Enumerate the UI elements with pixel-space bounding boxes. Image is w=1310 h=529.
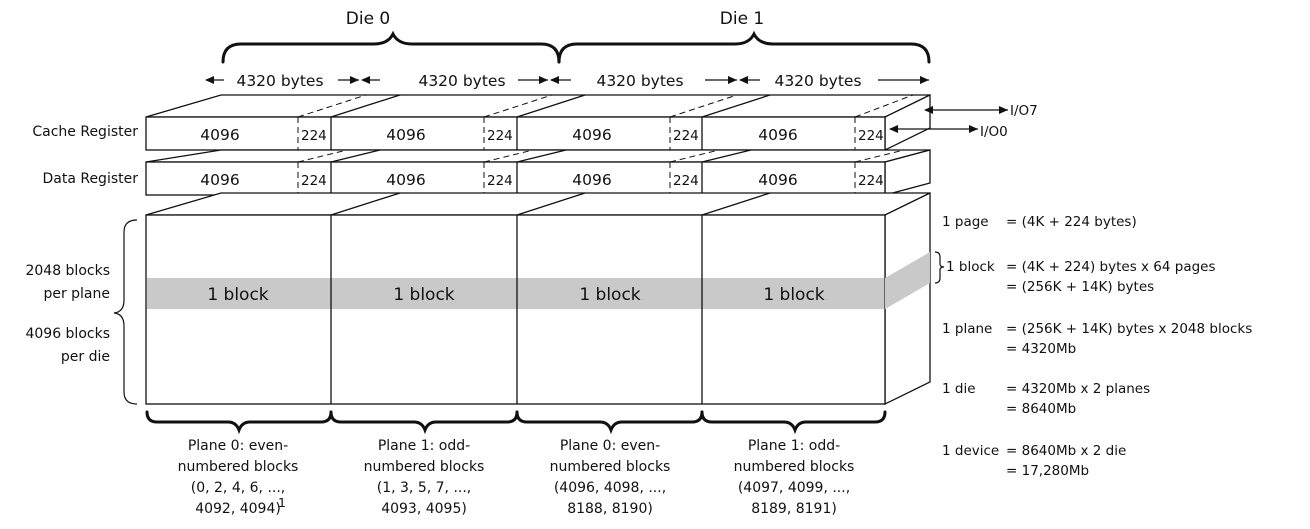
cache-register-label: Cache Register xyxy=(32,124,138,140)
plane-brace xyxy=(515,410,704,435)
plane-desc-line: (1, 3, 5, 7, ..., xyxy=(377,480,472,496)
def-line: = (256K + 14K) bytes x 2048 blocks xyxy=(1006,321,1252,337)
block-label: 1 block xyxy=(207,285,268,305)
block-band xyxy=(147,278,884,309)
cache-cell-main: 4096 xyxy=(758,126,797,144)
data-cell-main: 4096 xyxy=(758,171,797,189)
io7-label: I/O7 xyxy=(1010,103,1038,119)
capacity-definitions: 1 page = (4K + 224 bytes) 1 block = (4K … xyxy=(942,214,1252,479)
width-label-3: 4320 bytes xyxy=(774,72,861,90)
cache-register-cells: 4096 224 4096 224 4096 224 4096 224 xyxy=(200,126,884,144)
plane-desc-line: Plane 1: odd- xyxy=(748,438,840,454)
data-register-label: Data Register xyxy=(42,171,138,187)
data-cell-spare: 224 xyxy=(673,173,699,189)
plane-desc-line: Plane 0: even- xyxy=(188,438,288,454)
plane-desc-line: Plane 1: odd- xyxy=(378,438,470,454)
def-term: 1 device xyxy=(942,443,999,459)
cache-cell-spare: 224 xyxy=(858,128,884,144)
data-cell-main: 4096 xyxy=(200,171,239,189)
block-label: 1 block xyxy=(393,285,454,305)
data-cell-spare: 224 xyxy=(487,173,513,189)
def-line: = 4320Mb x 2 planes xyxy=(1006,381,1150,397)
def-line: = 17,280Mb xyxy=(1006,463,1089,479)
plane-desc-line: numbered blocks xyxy=(550,459,671,475)
left-brace xyxy=(113,219,138,405)
def-line: = 4320Mb xyxy=(1006,341,1076,357)
plane-desc-line: (4096, 4098, ..., xyxy=(554,480,666,496)
data-cell-spare: 224 xyxy=(301,173,327,189)
plane-brace xyxy=(145,410,333,435)
plane-desc-line: numbered blocks xyxy=(178,459,299,475)
plane-brace xyxy=(329,410,519,435)
data-register-cells: 4096 224 4096 224 4096 224 4096 224 xyxy=(200,171,884,189)
data-register xyxy=(145,149,931,196)
plane-blocks-line2: per plane xyxy=(43,286,110,302)
cache-cell-spare: 224 xyxy=(673,128,699,144)
die-1-label: Die 1 xyxy=(720,9,765,29)
plane-desc-line: 4092, 4094) xyxy=(195,501,281,517)
plane-desc-line: (4097, 4099, ..., xyxy=(738,480,850,496)
def-line: = (4K + 224 bytes) xyxy=(1006,214,1137,230)
def-line: = 8640Mb xyxy=(1006,401,1076,417)
plane-desc-line: 8189, 8191) xyxy=(751,501,837,517)
plane-3-description: Plane 1: odd- numbered blocks (4097, 409… xyxy=(734,438,855,517)
die-blocks-line2: per die xyxy=(61,349,110,365)
plane-blocks-line1: 2048 blocks xyxy=(25,263,110,279)
width-label-1: 4320 bytes xyxy=(418,72,505,90)
die-0-label: Die 0 xyxy=(346,9,391,29)
plane-0-description: Plane 0: even- numbered blocks (0, 2, 4,… xyxy=(178,438,299,517)
def-term: 1 page xyxy=(942,214,989,230)
def-term: 1 plane xyxy=(942,321,992,337)
block-label: 1 block xyxy=(763,285,824,305)
plane-desc-line: Plane 0: even- xyxy=(560,438,660,454)
block-brace xyxy=(934,251,945,284)
plane-brace xyxy=(700,410,887,435)
plane-desc-line: (0, 2, 4, 6, ..., xyxy=(191,480,286,496)
io0-label: I/O0 xyxy=(980,124,1008,140)
def-line: = 8640Mb x 2 die xyxy=(1006,443,1126,459)
io-arrows: I/O7 I/O0 xyxy=(889,103,1038,140)
cache-cell-spare: 224 xyxy=(487,128,513,144)
plane-2-description: Plane 0: even- numbered blocks (4096, 40… xyxy=(550,438,671,517)
block-band-side xyxy=(885,252,930,309)
plane-desc-line: 8188, 8190) xyxy=(567,501,653,517)
die-blocks-line1: 4096 blocks xyxy=(25,326,110,342)
plane-desc-line: numbered blocks xyxy=(734,459,855,475)
def-term: 1 block xyxy=(946,259,995,275)
width-label-2: 4320 bytes xyxy=(596,72,683,90)
plane-desc-line: 4093, 4095) xyxy=(381,501,467,517)
cache-cell-main: 4096 xyxy=(386,126,425,144)
die-1-brace xyxy=(557,30,931,64)
die-0-brace xyxy=(221,30,561,64)
plane-desc-line: numbered blocks xyxy=(364,459,485,475)
data-cell-main: 4096 xyxy=(572,171,611,189)
def-line: = (256K + 14K) bytes xyxy=(1006,279,1154,295)
cache-cell-spare: 224 xyxy=(301,128,327,144)
block-label: 1 block xyxy=(579,285,640,305)
data-cell-main: 4096 xyxy=(386,171,425,189)
width-label-0: 4320 bytes xyxy=(236,72,323,90)
cache-register xyxy=(145,93,931,152)
cache-cell-main: 4096 xyxy=(572,126,611,144)
def-line: = (4K + 224) bytes x 64 pages xyxy=(1006,259,1216,275)
memory-array xyxy=(145,191,931,406)
def-term: 1 die xyxy=(942,381,976,397)
data-cell-spare: 224 xyxy=(858,173,884,189)
cache-cell-main: 4096 xyxy=(200,126,239,144)
width-annotations: 4320 bytes 4320 bytes 4320 bytes 4320 by… xyxy=(205,72,929,90)
footnote-marker: 1 xyxy=(278,495,286,510)
plane-1-description: Plane 1: odd- numbered blocks (1, 3, 5, … xyxy=(364,438,485,517)
